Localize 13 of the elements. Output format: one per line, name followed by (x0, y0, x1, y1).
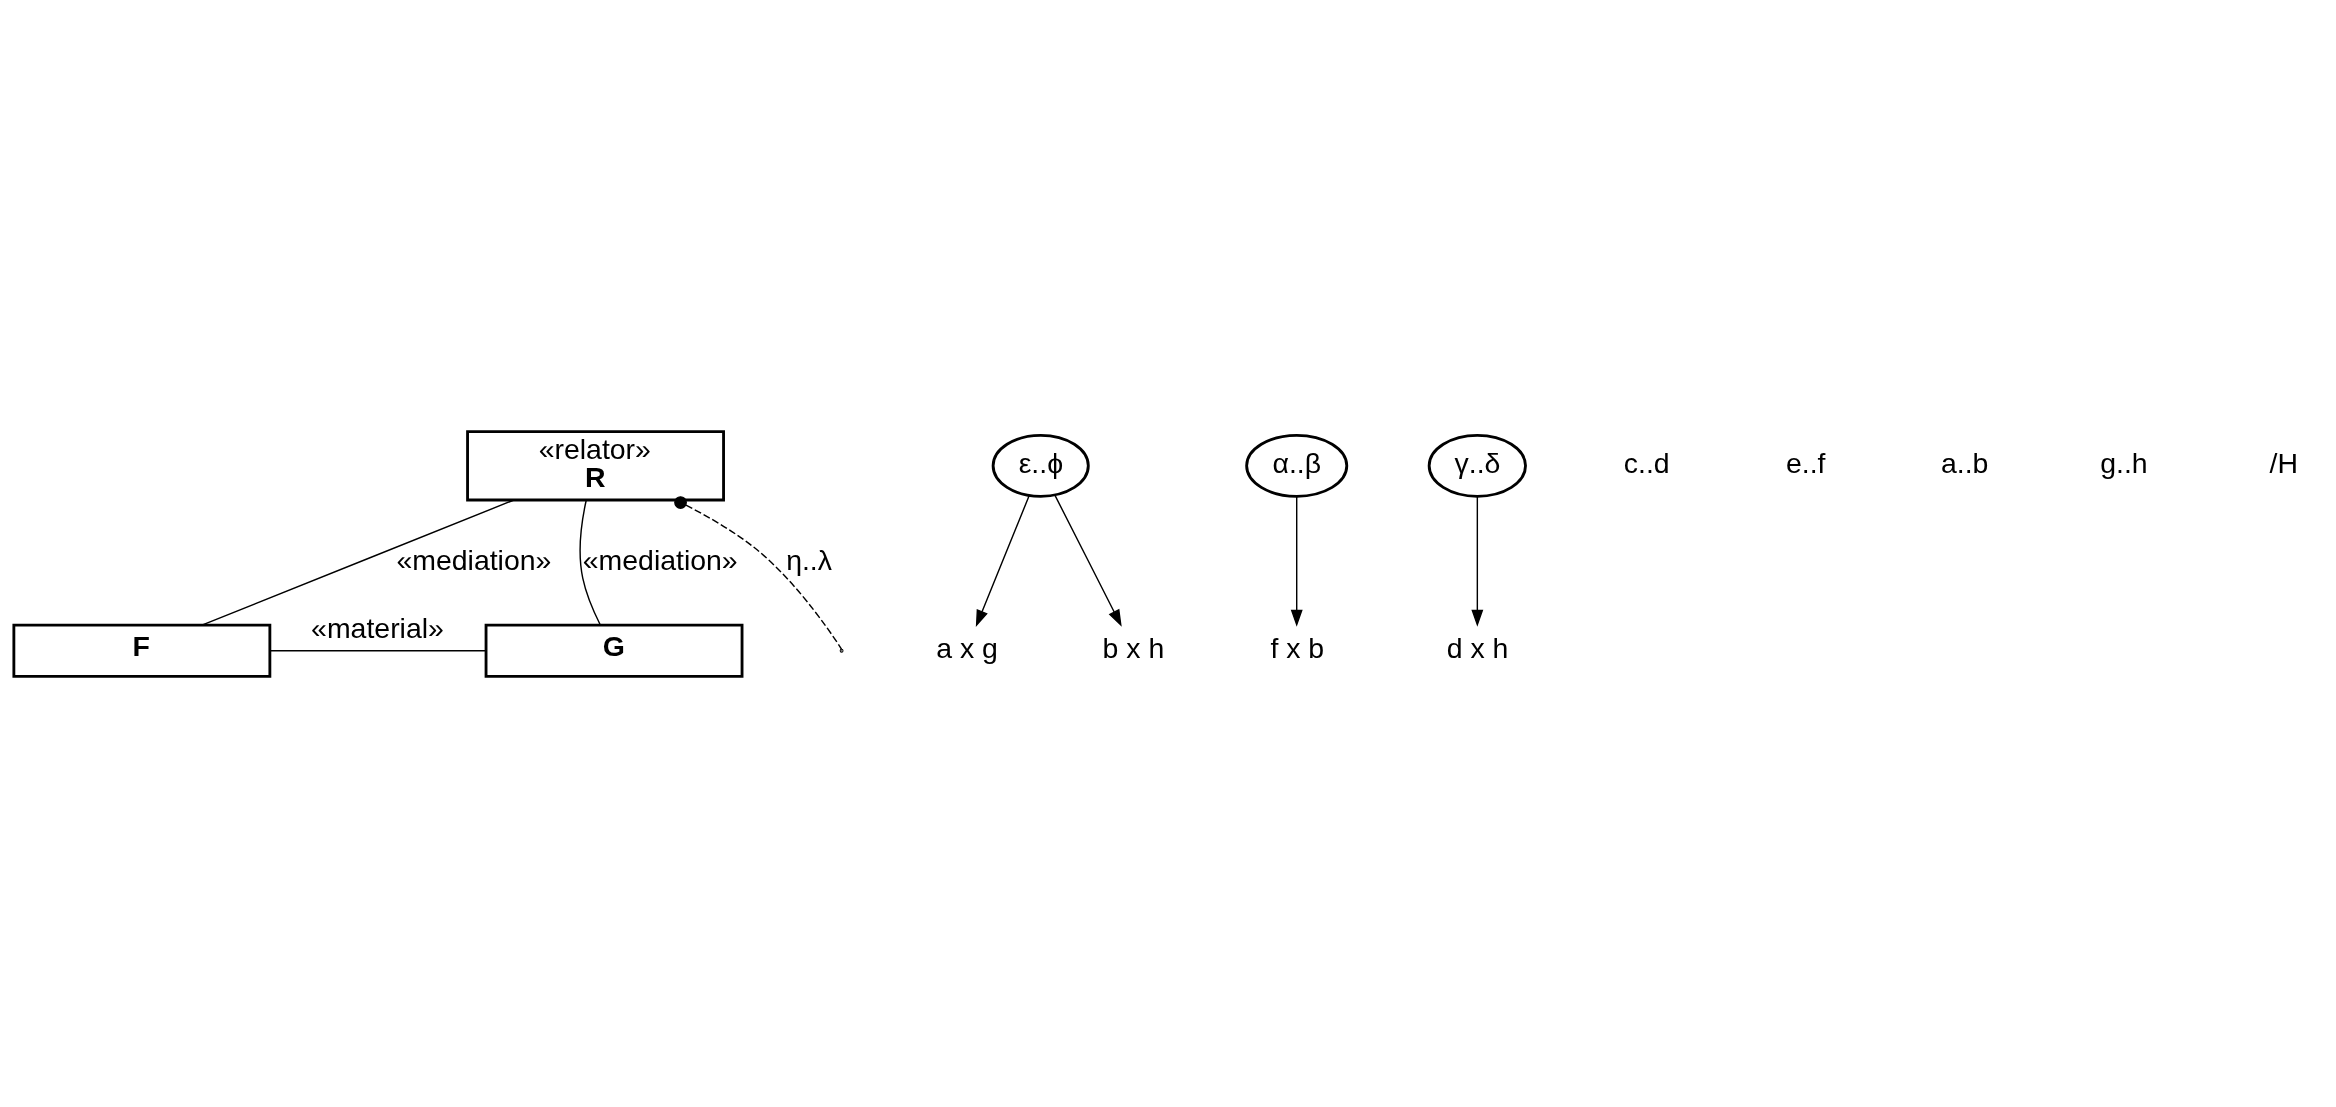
node-text: b x h (1102, 631, 1165, 664)
edge-label: η..λ (786, 543, 832, 576)
label: /H (2269, 446, 2298, 479)
label: g..h (2100, 446, 2148, 479)
edge-label: «material» (311, 611, 444, 644)
node-text: a x g (936, 631, 998, 664)
node-text: d x h (1446, 631, 1509, 664)
edge-label: «mediation» (582, 543, 738, 576)
label: e..f (1785, 446, 1826, 479)
label: c..d (1623, 446, 1670, 479)
node-text: f x b (1270, 631, 1325, 664)
edge-label: «mediation» (396, 543, 552, 576)
label: a..b (1940, 446, 1989, 479)
